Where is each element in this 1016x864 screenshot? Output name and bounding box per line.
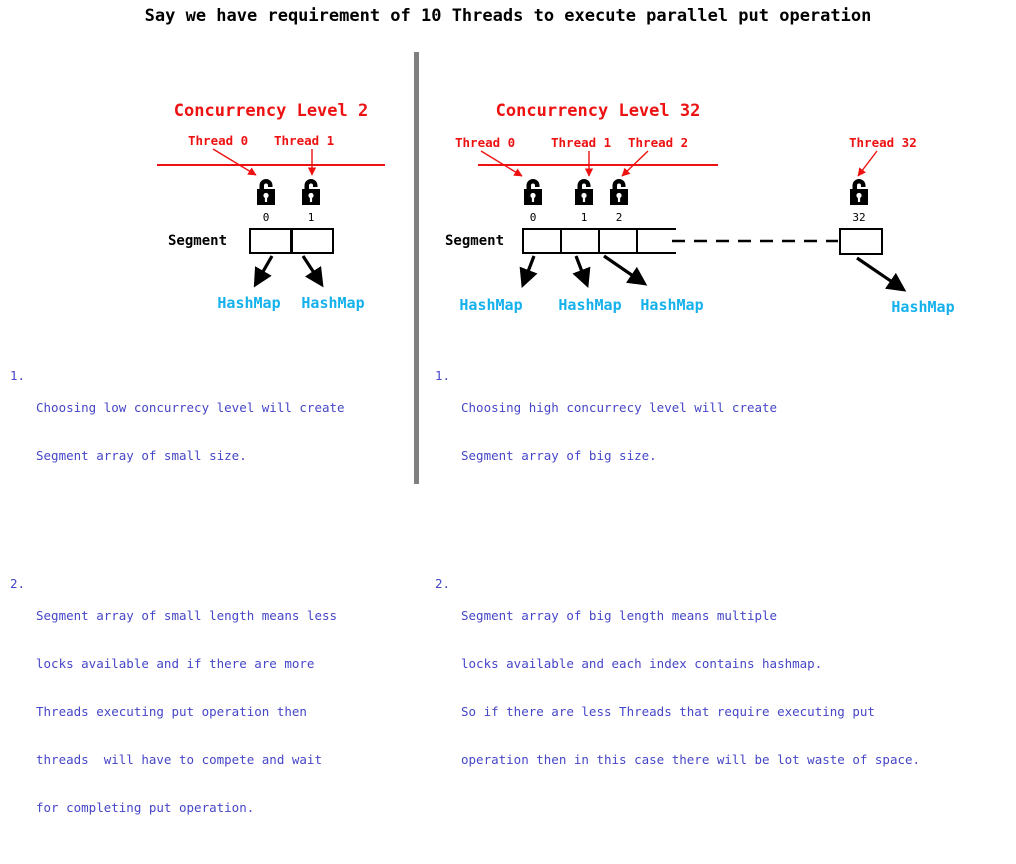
right-thread-label-3: Thread 32 <box>849 135 917 150</box>
right-lock-index-2: 2 <box>615 211 623 224</box>
right-note-2: 2. Segment array of big length means mul… <box>435 576 1015 800</box>
right-thread-label-0: Thread 0 <box>455 135 516 150</box>
left-lock-index-1: 1 <box>307 211 315 224</box>
left-note-2-line-3: threads will have to compete and wait <box>36 752 322 767</box>
left-hashmap-arrow-0 <box>253 255 274 288</box>
right-note-2-line-0: Segment array of big length means multip… <box>461 608 778 623</box>
left-panel-heading-text: Concurrency Level 2 <box>173 101 369 121</box>
left-lock-index-0: 0 <box>262 211 270 224</box>
left-hashmap-label-1: HashMap <box>301 294 365 312</box>
right-panel-heading-text: Concurrency Level 32 <box>495 101 701 121</box>
right-hashmap-arrow-2 <box>603 254 648 286</box>
right-thread-arrow-32 <box>857 150 878 177</box>
right-thread-label-2: Thread 2 <box>628 135 689 150</box>
left-thread-arrow-1 <box>307 149 317 176</box>
left-notes-spacer <box>10 528 410 544</box>
panel-divider <box>414 52 419 484</box>
right-note-2-line-1: locks available and each index contains … <box>461 656 823 671</box>
left-note-1-number: 1. <box>10 368 26 383</box>
left-segment-cell-1[interactable] <box>291 228 334 254</box>
open-padlock-icon <box>302 179 320 205</box>
right-thread-arrow-0 <box>480 150 523 177</box>
left-panel-heading: Concurrency Level 2 <box>157 61 385 186</box>
right-segment-cell-2[interactable] <box>598 228 638 254</box>
left-note-1-line-1: Segment array of small size. <box>36 448 247 463</box>
left-thread-label-0: Thread 0 <box>188 133 249 148</box>
right-hashmap-arrow-32 <box>856 256 907 292</box>
right-note-1-line-0: Choosing high concurrecy level will crea… <box>461 400 778 415</box>
open-padlock-icon <box>524 179 542 205</box>
left-note-2-line-0: Segment array of small length means less <box>36 608 338 623</box>
right-note-1-line-1: Segment array of big size. <box>461 448 657 463</box>
right-thread-label-1: Thread 1 <box>551 135 612 150</box>
right-note-1-body: Choosing high concurrecy level will crea… <box>461 368 777 496</box>
left-note-1-line-0: Choosing low concurrecy level will creat… <box>36 400 345 415</box>
right-lock-index-1: 1 <box>580 211 588 224</box>
right-thread-arrow-2 <box>621 150 649 177</box>
left-panel-heading-underline <box>157 164 385 166</box>
left-hashmap-arrow-1 <box>301 255 324 288</box>
page-title: Say we have requirement of 10 Threads to… <box>144 6 872 26</box>
right-note-2-line-3: operation then in this case there will b… <box>461 752 921 767</box>
right-hashmap-arrow-1 <box>572 255 591 288</box>
right-segment-cell-0[interactable] <box>522 228 562 254</box>
segment-array-ellipsis <box>672 239 838 243</box>
right-hashmap-label-0: HashMap <box>459 296 523 314</box>
left-note-2-number: 2. <box>10 576 26 591</box>
left-thread-arrow-0 <box>212 148 257 176</box>
right-panel-heading: Concurrency Level 32 <box>478 61 718 186</box>
right-thread-arrow-1 <box>584 151 594 177</box>
right-notes: 1. Choosing high concurrecy level will c… <box>435 336 1015 816</box>
right-segment-cell-3[interactable] <box>636 228 676 254</box>
right-note-2-line-2: So if there are less Threads that requir… <box>461 704 875 719</box>
left-note-1: 1. Choosing low concurrecy level will cr… <box>10 368 410 496</box>
open-padlock-icon <box>575 179 593 205</box>
right-note-2-number: 2. <box>435 576 451 591</box>
right-hashmap-label-2: HashMap <box>640 296 704 314</box>
left-segment-label: Segment <box>168 233 228 249</box>
left-note-1-body: Choosing low concurrecy level will creat… <box>36 368 345 496</box>
right-panel-heading-underline <box>478 164 718 166</box>
left-note-2-line-2: Threads executing put operation then <box>36 704 307 719</box>
right-hashmap-label-32: HashMap <box>891 298 955 316</box>
right-segment-cell-far[interactable] <box>839 228 883 255</box>
right-segment-cell-1[interactable] <box>560 228 600 254</box>
left-segment-cell-0[interactable] <box>249 228 292 254</box>
right-note-2-body: Segment array of big length means multip… <box>461 576 920 800</box>
left-note-2-line-4: for completing put operation. <box>36 800 255 815</box>
right-hashmap-arrow-0 <box>519 255 538 288</box>
right-notes-spacer <box>435 528 1015 544</box>
left-thread-label-1: Thread 1 <box>274 133 335 148</box>
left-note-2: 2. Segment array of small length means l… <box>10 576 410 848</box>
open-padlock-icon <box>850 179 868 205</box>
right-note-1: 1. Choosing high concurrecy level will c… <box>435 368 1015 496</box>
open-padlock-icon <box>257 179 275 205</box>
right-segment-label: Segment <box>445 233 505 249</box>
left-notes: 1. Choosing low concurrecy level will cr… <box>10 336 410 864</box>
left-note-2-line-1: locks available and if there are more <box>36 656 315 671</box>
open-padlock-icon <box>610 179 628 205</box>
right-note-1-number: 1. <box>435 368 451 383</box>
right-lock-index-0: 0 <box>529 211 537 224</box>
left-note-2-body: Segment array of small length means less… <box>36 576 337 848</box>
left-hashmap-label-0: HashMap <box>217 294 281 312</box>
right-lock-index-32: 32 <box>852 211 866 224</box>
right-hashmap-label-1: HashMap <box>558 296 622 314</box>
